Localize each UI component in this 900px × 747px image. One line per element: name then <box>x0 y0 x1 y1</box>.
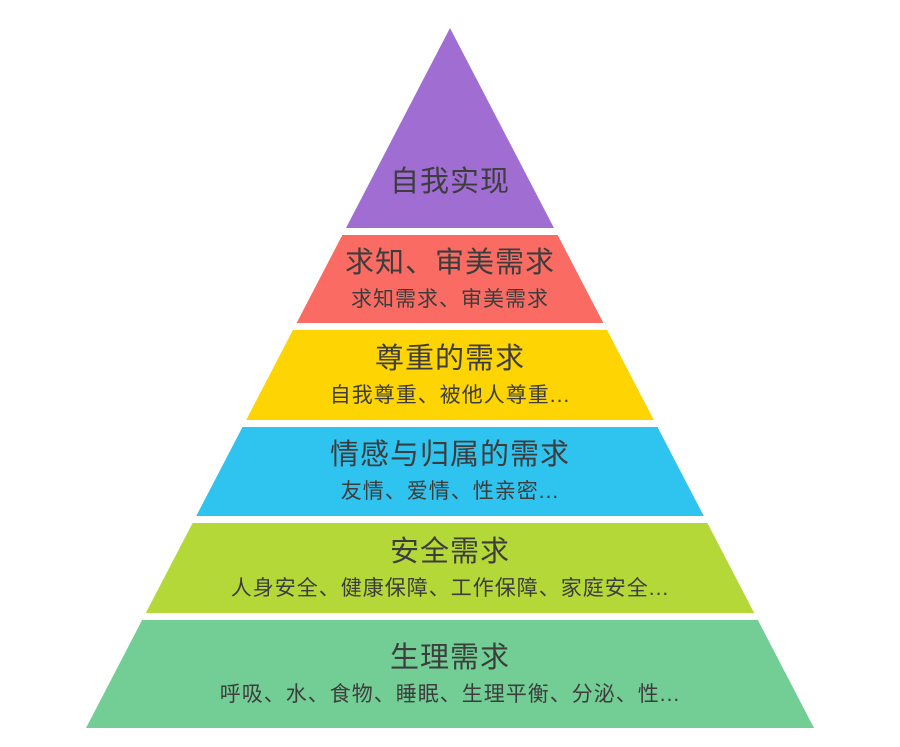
needs-pyramid: 自我实现 求知、审美需求 求知需求、审美需求 尊重的需求 自我尊重、被他人尊重.… <box>86 28 814 728</box>
level-physiological-subtitle: 呼吸、水、食物、睡眠、生理平衡、分泌、性... <box>219 682 681 706</box>
level-esteem-subtitle: 自我尊重、被他人尊重... <box>329 383 571 407</box>
level-love-belonging-subtitle: 友情、爱情、性亲密... <box>340 480 560 503</box>
level-love-belonging-title: 情感与归属的需求 <box>329 439 570 471</box>
level-self-actualization: 自我实现 <box>86 28 814 228</box>
level-self-actualization-title: 自我实现 <box>389 166 510 198</box>
level-love-belonging: 情感与归属的需求 友情、爱情、性亲密... <box>86 427 814 516</box>
level-safety: 安全需求 人身安全、健康保障、工作保障、家庭安全... <box>86 523 814 613</box>
level-physiological-title: 生理需求 <box>389 641 510 674</box>
level-cognitive-aesthetic-title: 求知、审美需求 <box>344 246 555 279</box>
level-esteem: 尊重的需求 自我尊重、被他人尊重... <box>86 330 814 420</box>
level-cognitive-aesthetic-subtitle: 求知需求、审美需求 <box>351 287 549 311</box>
level-esteem-title: 尊重的需求 <box>374 342 525 375</box>
level-cognitive-aesthetic: 求知、审美需求 求知需求、审美需求 <box>86 235 814 323</box>
level-safety-subtitle: 人身安全、健康保障、工作保障、家庭安全... <box>230 576 670 600</box>
level-safety-title: 安全需求 <box>389 535 510 568</box>
level-physiological: 生理需求 呼吸、水、食物、睡眠、生理平衡、分泌、性... <box>86 620 814 728</box>
